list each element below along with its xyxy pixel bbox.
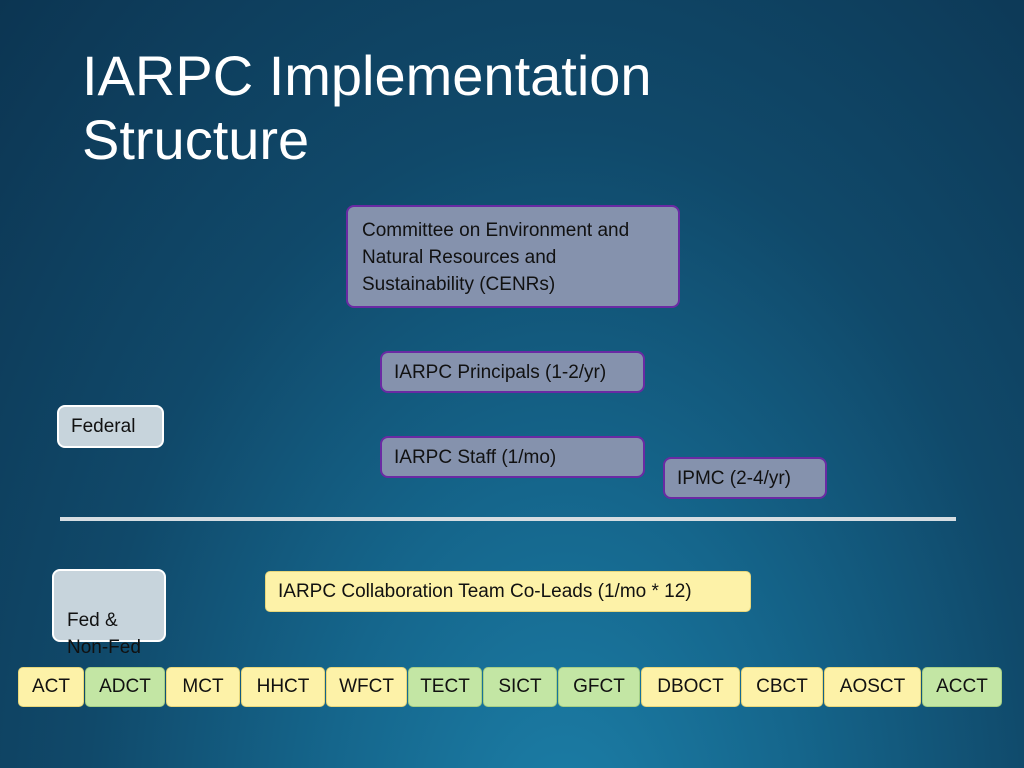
slide-title: IARPC Implementation Structure [82,44,652,171]
ipmc-box: IPMC (2-4/yr) [663,457,827,499]
coleads-box: IARPC Collaboration Team Co-Leads (1/mo … [265,571,751,612]
principals-box: IARPC Principals (1-2/yr) [380,351,645,393]
fed-nonfed-box: Fed & Non-Fed [52,569,166,658]
cenrs-box: Committee on Environment and Natural Res… [346,205,680,308]
team-hhct-box: HHCT [241,667,325,707]
coleads-label: IARPC Collaboration Team Co-Leads (1/mo … [278,581,692,602]
ipmc-label: IPMC (2-4/yr) [677,468,791,489]
team-adct-box: ADCT [85,667,165,707]
fed-nonfed-label: Fed & Non-Fed [67,610,141,658]
team-aosct-box: AOSCT [824,667,921,707]
principals-label: IARPC Principals (1-2/yr) [394,362,607,383]
team-act-box: ACT [18,667,84,707]
team-tect-box: TECT [408,667,482,707]
team-acct-box: ACCT [922,667,1002,707]
staff-label: IARPC Staff (1/mo) [394,447,557,468]
team-dboct-box: DBOCT [641,667,740,707]
team-gfct-box: GFCT [558,667,640,707]
team-wfct-box: WFCT [326,667,407,707]
cenrs-label: Committee on Environment and Natural Res… [362,220,630,295]
federal-box: Federal [57,405,164,448]
team-sict-box: SICT [483,667,557,707]
staff-box: IARPC Staff (1/mo) [380,436,645,478]
federal-label: Federal [71,416,136,437]
federal-divider [60,517,956,521]
team-mct-box: MCT [166,667,240,707]
team-cbct-box: CBCT [741,667,823,707]
